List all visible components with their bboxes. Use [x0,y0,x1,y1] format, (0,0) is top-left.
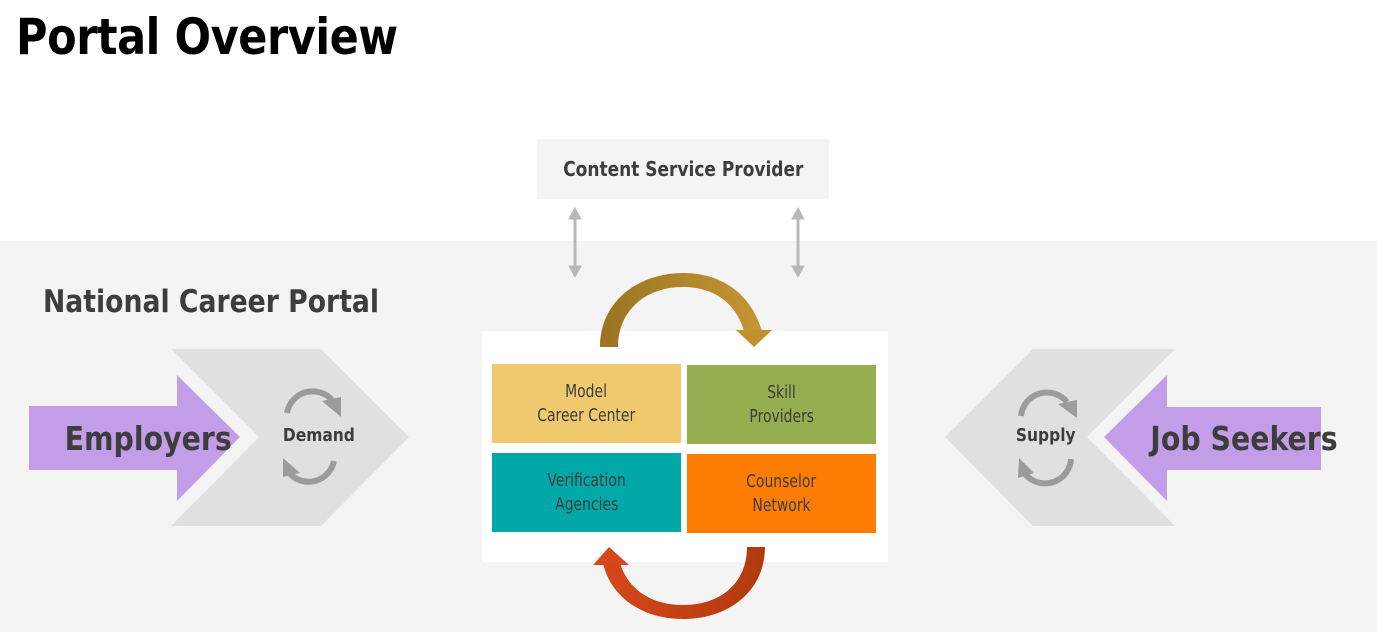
supply-label: Supply [1011,425,1080,446]
tile-line1: Verification [547,469,626,491]
job-seekers-arrow [1104,375,1321,501]
bottom-arc-head [593,547,629,565]
top-arc-head [736,330,772,347]
content-service-provider-label: Content Service Provider [562,157,804,181]
tile-line2: Agencies [554,493,619,515]
demand-cycle-icon [284,388,337,485]
page-title: Portal Overview [16,8,398,66]
demand-text: Demand [282,425,355,446]
supply-cycle-arrowhead-bottom [1018,458,1034,478]
top-arc-body [600,273,762,347]
job-seekers-text: Job Seekers [1150,419,1338,458]
bottom-arc-body [603,547,765,619]
tile-line1: Model [565,380,608,402]
demand-cycle-arrowhead-bottom [283,458,300,477]
employers-text: Employers [64,419,232,458]
connector-right [791,206,805,279]
tile-line2: Providers [749,405,814,427]
supply-cycle-arrowhead-top [1058,400,1077,418]
tile-line2: Network [752,494,811,516]
supply-cycle-icon [1018,389,1074,487]
job-seekers-label: Job Seekers [1135,419,1353,458]
tile-line2: Career Center [537,404,636,426]
employers-arrow [29,375,240,501]
employers-label: Employers [51,419,245,458]
tile-line1: Counselor [746,470,817,492]
supply-text: Supply [1015,425,1076,446]
content-service-provider-box: Content Service Provider [537,139,829,199]
demand-label: Demand [277,425,361,446]
tile-line1: Skill [767,381,796,403]
supply-chevron [945,349,1175,526]
connector-left [568,206,582,279]
demand-chevron [171,349,409,526]
portal-title: National Career Portal [43,284,380,320]
demand-cycle-arrowhead-top [322,397,341,417]
